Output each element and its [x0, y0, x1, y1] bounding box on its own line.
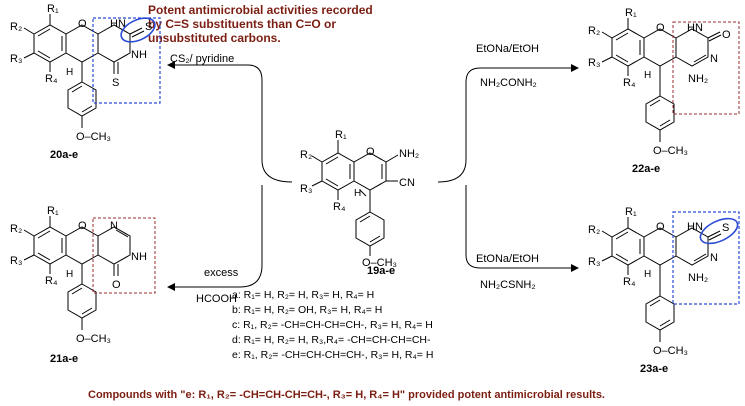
c22-r3: R₃ — [588, 57, 600, 69]
c20-benzene-ring — [33, 24, 67, 63]
c22-label: 22a-e — [632, 163, 660, 175]
bottom-note: Compounds with "e: R₁, R₂= -CH=CH-CH=CH-… — [88, 389, 605, 401]
c23-s: S — [722, 222, 729, 234]
c21-label: 21a-e — [50, 353, 78, 365]
c19-label: 19a-e — [367, 265, 395, 277]
c21-r1: R₁ — [47, 205, 59, 217]
c19-r4: R₄ — [333, 201, 346, 213]
arrow-to-20 — [167, 61, 293, 183]
c21-o: O — [78, 220, 87, 232]
note-line-3: unsubstituted carbons. — [148, 31, 281, 45]
c23-n: N — [710, 252, 718, 264]
reagent-to-22-line1: EtONa/EtOH — [476, 43, 539, 55]
c21-benzene-ring — [33, 226, 67, 265]
c23-nh2: NH₂ — [688, 272, 708, 284]
c23-h: H — [644, 269, 651, 280]
c21-highlight-box — [92, 217, 156, 294]
c21-r2: R₂ — [10, 223, 22, 235]
reagent-to-23-line1: EtONa/EtOH — [476, 253, 539, 265]
c21-h: H — [66, 269, 73, 280]
c21-och3: O–CH₃ — [76, 333, 111, 345]
c20-label: 20a-e — [50, 149, 78, 161]
c20-n1b: N — [118, 18, 126, 30]
reagent-to-22-line2: NH₂CONH₂ — [480, 77, 537, 89]
c19-cn: CN — [399, 177, 415, 189]
c19-benzene-ring — [321, 152, 355, 191]
c20-highlight-box — [92, 17, 161, 104]
c23-o: O — [656, 221, 665, 233]
c20-o: O — [78, 18, 87, 30]
c23-r2: R₂ — [588, 224, 600, 236]
c20-och3: O–CH₃ — [76, 131, 111, 143]
c21-n: N — [110, 220, 118, 232]
c20-cs-highlight — [120, 17, 156, 43]
c20-r4: R₄ — [45, 73, 58, 85]
c23-hn: HN — [687, 221, 703, 233]
c21-o-carbonyl: O — [112, 279, 121, 291]
c22-n: N — [710, 53, 718, 65]
c21-r3: R₃ — [10, 255, 22, 267]
c22-nh2: NH₂ — [688, 73, 708, 85]
c23-och3: O–CH₃ — [653, 345, 688, 357]
note-line-2: by C=S substituents than C=O or — [148, 17, 336, 31]
reagent-to-23-line2: NH₂CSNH₂ — [480, 279, 536, 291]
c20-s-top: S — [145, 21, 152, 33]
substituent-e: e: R₁, R₂= -CH=CH-CH=CH-, R₃= H, R₄= H — [232, 349, 433, 361]
c21-r4: R₄ — [45, 275, 58, 287]
c22-hn: HN — [687, 22, 703, 34]
c21-nh: NH — [131, 251, 147, 263]
compound-22: R₁ R₂ R₃ R₄ O H HN O N NH₂ O–CH₃ 22a-e — [588, 7, 740, 175]
reagent-to-21-line2: HCOOH — [196, 293, 237, 305]
arrow-to-22 — [437, 64, 579, 183]
c19-h: H — [354, 188, 361, 199]
c20-r1: R₁ — [47, 3, 59, 15]
c19-r3: R₃ — [300, 183, 312, 195]
compound-19: R₁ R₂ R₃ R₄ O H NH₂ CN O–CH₃ 19a-e — [300, 129, 419, 277]
c22-o: O — [656, 22, 665, 34]
arrow-to-21 — [167, 185, 263, 291]
c20-r2: R₂ — [10, 21, 22, 33]
c19-r2: R₂ — [300, 149, 312, 161]
note-line-1: Potent antimicrobial activities recorded — [148, 3, 373, 17]
c23-r3: R₃ — [588, 256, 600, 268]
c23-highlight-box — [672, 211, 740, 305]
c20-h: H — [66, 67, 73, 78]
c23-label: 23a-e — [640, 363, 668, 375]
c22-o-carbonyl: O — [722, 29, 731, 41]
c19-r1: R₁ — [335, 129, 347, 141]
substituent-b: b: R₁= H, R₂= OH, R₃= H, R₄= H — [232, 304, 382, 316]
reagent-to-21-line1: excess — [204, 267, 239, 279]
compound-23: R₁ R₂ R₃ R₄ O H HN S N NH₂ O–CH₃ 23a-e — [588, 206, 740, 375]
c19-och3: O–CH₃ — [362, 257, 397, 269]
c20-n1: H — [110, 18, 118, 30]
c22-r4: R₄ — [623, 77, 636, 89]
c23-r4: R₄ — [623, 276, 636, 288]
c19-nh2: NH₂ — [399, 148, 419, 160]
c22-r1: R₁ — [625, 7, 637, 19]
c23-r1: R₁ — [625, 206, 637, 218]
c20-nh: NH — [131, 49, 147, 61]
substituent-a: a: R₁= H, R₂= H, R₃= H, R₄= H — [232, 289, 374, 301]
c22-highlight-box — [672, 21, 740, 115]
substituent-d: d: R₁= H, R₂= H, R₃,R₄= -CH=CH-CH=CH- — [232, 334, 431, 346]
compound-21: R₁ R₂ R₃ R₄ O H N NH O O–CH₃ 21a-e — [10, 205, 156, 365]
reagent-to-20: CS₂/ pyridine — [170, 53, 234, 65]
substituent-c: c: R₁, R₂= -CH=CH-CH=CH-, R₃= H, R₄= H — [232, 319, 433, 331]
c22-h: H — [644, 70, 651, 81]
c22-och3: O–CH₃ — [653, 145, 688, 157]
arrow-to-23 — [465, 185, 579, 272]
c23-benzene-ring — [611, 227, 645, 266]
compound-20: R₁ R₂ R₃ R₄ O H H N NH S S O–CH₃ 20a-e — [10, 3, 161, 161]
c22-r2: R₂ — [588, 25, 600, 37]
c19-o: O — [366, 146, 375, 158]
c20-s-bottom: S — [112, 77, 119, 89]
c23-cs-highlight — [699, 217, 739, 245]
c22-benzene-ring — [611, 28, 645, 67]
c20-r3: R₃ — [10, 53, 22, 65]
